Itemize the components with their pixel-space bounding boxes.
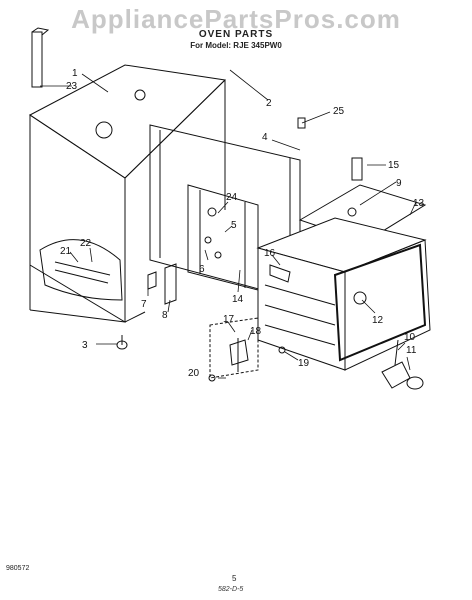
cabinet-body xyxy=(29,27,227,323)
oven-light-assembly xyxy=(381,339,424,390)
footer-part-code: 980572 xyxy=(6,565,30,572)
callout-5: 5 xyxy=(231,220,237,231)
callout-7: 7 xyxy=(141,299,147,310)
part-7-bracket xyxy=(147,271,157,290)
callout-8: 8 xyxy=(162,310,168,321)
callout-16: 16 xyxy=(264,248,276,259)
part-15-plug xyxy=(351,157,363,181)
callout-2: 2 xyxy=(266,98,272,109)
callout-10: 10 xyxy=(404,332,416,343)
callout-17: 17 xyxy=(223,314,235,325)
callout-19: 19 xyxy=(298,358,310,369)
watermark: AppliancePartsPros.com xyxy=(71,4,401,34)
callout-12: 12 xyxy=(372,315,384,326)
callout-11: 11 xyxy=(406,345,417,356)
sheet-reference: 582-D-5 xyxy=(218,586,244,593)
callout-14: 14 xyxy=(232,294,244,305)
callout-18: 18 xyxy=(250,326,262,337)
page-number: 5 xyxy=(232,574,237,583)
callout-23: 23 xyxy=(66,81,78,92)
part-8-bracket xyxy=(164,263,177,305)
callout-9: 9 xyxy=(396,178,402,189)
callout-21: 21 xyxy=(60,246,72,257)
callout-13: 13 xyxy=(413,198,425,209)
callout-6: 6 xyxy=(199,264,205,275)
diagram-title: OVEN PARTS xyxy=(198,29,274,40)
part-19-screw xyxy=(278,346,286,354)
part-25-clip xyxy=(297,117,306,129)
oven-cavity-liner xyxy=(256,217,431,371)
part-20-screw xyxy=(208,374,216,382)
callout-20: 20 xyxy=(188,368,200,379)
callout-1: 1 xyxy=(72,68,78,79)
callout-15: 15 xyxy=(388,160,400,171)
model-subtitle: For Model: RJE 345PW0 xyxy=(190,41,282,50)
callout-24: 24 xyxy=(226,192,238,203)
callout-3: 3 xyxy=(82,340,88,351)
callout-4: 4 xyxy=(262,132,268,143)
leveling-foot xyxy=(116,335,128,350)
callout-22: 22 xyxy=(80,238,92,249)
bake-element-bracket xyxy=(209,317,259,379)
callout-25: 25 xyxy=(333,106,345,117)
